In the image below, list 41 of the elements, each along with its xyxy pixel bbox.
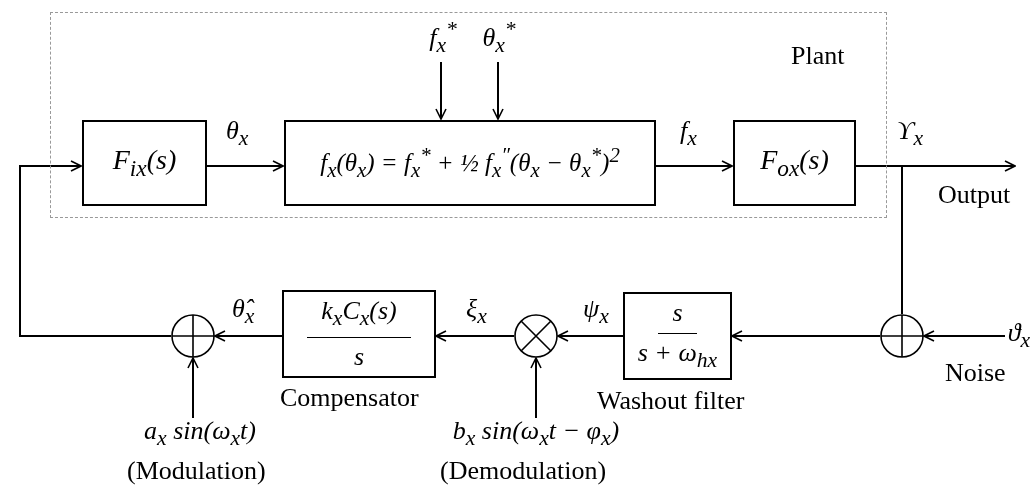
- arrow: [19, 160, 172, 337]
- arrow: [731, 330, 881, 342]
- numerator: k$_{x}$C$_{x}$(s): [307, 296, 411, 338]
- edge-label: f$_{x}$: [680, 118, 697, 150]
- washout-filter-box: [623, 292, 732, 380]
- arrow: [214, 330, 283, 342]
- arrow: [187, 357, 199, 419]
- node-label: (Modulation): [127, 458, 266, 484]
- edge-label: θ̂$_{x}$: [232, 296, 255, 328]
- arrow: [530, 357, 542, 419]
- arrow: [435, 330, 515, 342]
- arrow: [205, 160, 284, 172]
- denominator: s: [353, 340, 365, 372]
- arrow: [654, 160, 733, 172]
- group-title: Plant: [791, 43, 845, 69]
- arrow: [435, 61, 447, 120]
- compensator-box: [282, 290, 436, 378]
- output-label: Output: [938, 182, 1011, 208]
- numerator: s: [658, 298, 697, 335]
- demodulation-signal: b$_{x}$ sin(ω$_{x}$t − φ$_{x}$): [451, 418, 621, 450]
- formula-text: f$_{x}$(θ$_{x}$) = f$_{x}$$^{*}$ + ½ f$_{x}$$^{″}$(θ$_{x}$ − θ$_{x}$$^{*}$)$^{2}$: [320, 142, 620, 184]
- arrow: [923, 330, 1006, 342]
- node-label: Washout filter: [597, 388, 745, 414]
- edge-label: ξ$_{x}$: [466, 296, 487, 328]
- arrow: [557, 330, 624, 342]
- transfer-function-box: [733, 120, 856, 206]
- arrow: [492, 61, 504, 120]
- formula-text: F$_{ix}$(s): [112, 144, 177, 182]
- node-label: (Demodulation): [440, 458, 607, 484]
- denominator: s + ω$_{hx}$: [637, 337, 718, 374]
- transfer-function-box: [82, 120, 207, 206]
- node-label: Noise: [945, 360, 1006, 386]
- formula-text: F$_{ox}$(s): [760, 144, 829, 182]
- noise-symbol: ϑ$_{x}$: [1006, 320, 1032, 352]
- edge-label: ψ$_{x}$: [583, 296, 609, 328]
- edge-label: θ$_{x}$: [226, 118, 249, 150]
- plant-group-border: [50, 12, 887, 218]
- nonlinear-map-box: [284, 120, 656, 206]
- modulation-signal: a$_{x}$ sin(ω$_{x}$t): [143, 418, 257, 450]
- edge-label: ϒ$_{x}$: [897, 118, 924, 150]
- node-label: Compensator: [280, 385, 419, 411]
